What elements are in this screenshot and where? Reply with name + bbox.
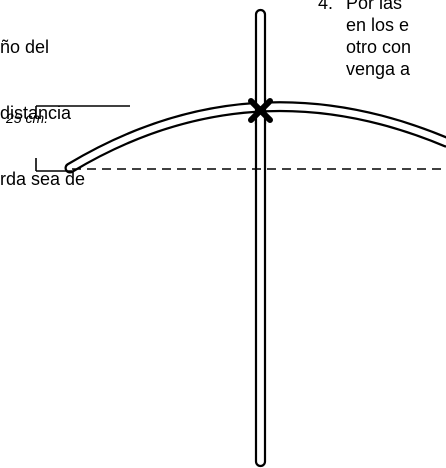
measurement-label: 25 cm. bbox=[6, 110, 49, 126]
tie-knot bbox=[248, 98, 273, 123]
left-text-line: rda sea de bbox=[0, 169, 86, 189]
right-text-line: otro con bbox=[346, 37, 412, 57]
left-text-line: ño del bbox=[0, 37, 50, 57]
left-paragraph: ño del distancia rda sea de bbox=[0, 0, 85, 212]
right-text-line: Por las bbox=[346, 0, 403, 13]
step-number: 4. bbox=[318, 0, 334, 13]
vertical-stick bbox=[254, 8, 267, 468]
right-text-line: venga a bbox=[346, 59, 411, 79]
right-paragraph: 4. Por las en los e otro con venga a bbox=[318, 0, 411, 124]
measurement-bracket bbox=[35, 105, 130, 172]
right-text-line: en los e bbox=[346, 15, 410, 35]
